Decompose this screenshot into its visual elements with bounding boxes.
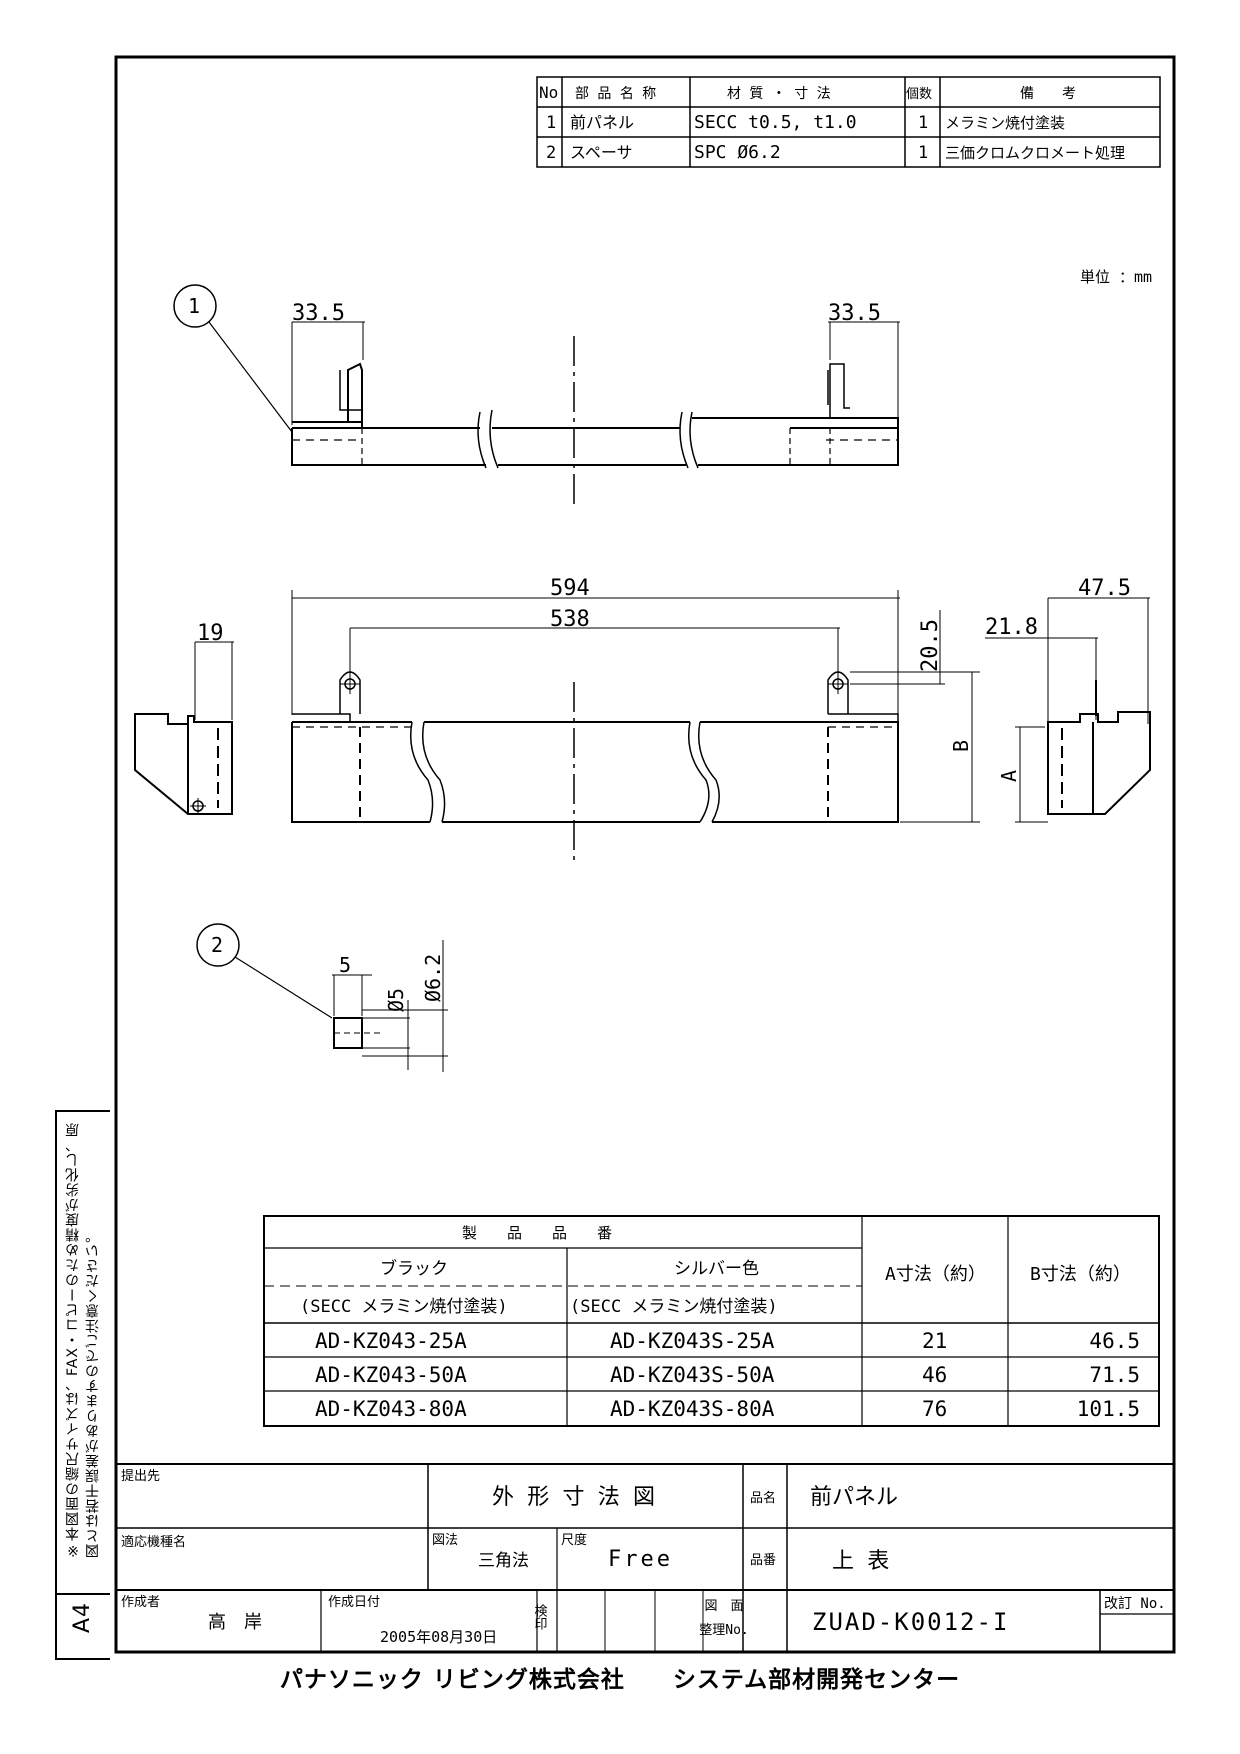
dim-a: A bbox=[997, 770, 1021, 782]
dim-overall-length: 594 bbox=[550, 576, 590, 601]
unit-label: 単位 ：mm bbox=[1080, 268, 1152, 286]
product-row3-b: 101.5 bbox=[1077, 1397, 1140, 1421]
author: 高 岸 bbox=[208, 1612, 262, 1633]
stamp-label: 検印 bbox=[532, 1604, 548, 1630]
product-col-silver: シルバー色 bbox=[674, 1259, 759, 1279]
product-row1-silver: AD-KZ043S-25A bbox=[610, 1329, 775, 1353]
product-col-b: B寸法（約） bbox=[1030, 1264, 1131, 1285]
product-row2-a: 46 bbox=[922, 1363, 947, 1387]
product-col-black-sub: (SECC メラミン焼付塗装) bbox=[300, 1296, 508, 1317]
parts-row1-no: 1 bbox=[546, 113, 556, 133]
front-view bbox=[291, 590, 980, 862]
revision-label: 改訂 No. bbox=[1104, 1596, 1166, 1612]
part-no: 上 表 bbox=[832, 1549, 889, 1574]
parts-row1-qty: 1 bbox=[918, 113, 928, 133]
drawing-title: 外 形 寸 法 図 bbox=[492, 1485, 655, 1510]
dim-spacer-inner: Ø5 bbox=[384, 988, 408, 1012]
model-label: 適応機種名 bbox=[121, 1534, 186, 1550]
dim-top-left: 33.5 bbox=[292, 301, 345, 326]
dim-b: B bbox=[949, 740, 973, 752]
parts-header-no: No bbox=[539, 83, 558, 102]
product-col-black: ブラック bbox=[380, 1258, 448, 1279]
drawing-no-label-1: 図 面 bbox=[704, 1599, 743, 1614]
product-row2-black: AD-KZ043-50A bbox=[315, 1363, 467, 1387]
top-view bbox=[173, 284, 900, 508]
parts-row2-name: スペーサ bbox=[570, 143, 633, 162]
dim-hole-pitch: 538 bbox=[550, 607, 590, 632]
drawing-no: ZUAD-K0012-I bbox=[812, 1608, 1009, 1636]
side-note-text: ※本図面の縮尺サイズは、FAX・コピーのため精度が劣化し、原図とは若干誤差があり… bbox=[65, 1122, 101, 1558]
title-block bbox=[116, 1463, 1174, 1652]
callout-label-1: 1 bbox=[188, 294, 200, 318]
product-row3-a: 76 bbox=[922, 1397, 947, 1421]
product-row2-silver: AD-KZ043S-50A bbox=[610, 1363, 775, 1387]
callout-circle-2 bbox=[196, 923, 240, 967]
dim-side-left-width: 19 bbox=[197, 621, 224, 646]
author-label: 作成者 bbox=[121, 1595, 160, 1610]
parts-row2-no: 2 bbox=[546, 143, 556, 163]
projection-label: 図法 bbox=[432, 1533, 458, 1548]
drawing-no-label-2: 整理No. bbox=[699, 1623, 748, 1638]
paper-size: A4 bbox=[70, 1602, 95, 1634]
product-table-title: 製 品 品 番 bbox=[462, 1224, 612, 1242]
product-col-silver-sub: (SECC メラミン焼付塗装) bbox=[570, 1296, 778, 1317]
scale-label: 尺度 bbox=[561, 1532, 587, 1548]
date-label: 作成日付 bbox=[328, 1595, 380, 1610]
dim-spacer-outer: Ø6.2 bbox=[421, 954, 445, 1002]
product-col-a: A寸法（約） bbox=[885, 1264, 986, 1285]
part-no-label: 品番 bbox=[750, 1553, 776, 1568]
parts-row1-remarks: メラミン焼付塗装 bbox=[945, 114, 1065, 132]
parts-header-name: 部 品 名 称 bbox=[575, 86, 656, 102]
left-side-view bbox=[134, 641, 234, 815]
dim-top-right: 33.5 bbox=[828, 301, 881, 326]
parts-row1-name: 前パネル bbox=[570, 113, 634, 132]
parts-table bbox=[536, 76, 1161, 168]
callout-label-2: 2 bbox=[211, 933, 223, 957]
product-row1-a: 21 bbox=[922, 1329, 947, 1353]
parts-row1-material: SECC t0.5, t1.0 bbox=[694, 112, 857, 133]
parts-header-qty: 個数 bbox=[906, 87, 932, 102]
date: 2005年08月30日 bbox=[380, 1628, 497, 1646]
parts-header-remarks: 備 考 bbox=[1020, 86, 1076, 102]
right-side-view bbox=[985, 597, 1151, 823]
callout-circle-1 bbox=[173, 284, 217, 328]
product-name: 前パネル bbox=[810, 1485, 898, 1510]
parts-header-material: 材 質 ・ 寸 法 bbox=[727, 86, 831, 102]
projection: 三角法 bbox=[478, 1551, 529, 1571]
dim-side-right-depth: 47.5 bbox=[1078, 576, 1131, 601]
product-row1-b: 46.5 bbox=[1089, 1329, 1140, 1353]
dim-side-right-offset: 21.8 bbox=[985, 615, 1038, 640]
product-row2-b: 71.5 bbox=[1089, 1363, 1140, 1387]
product-name-label: 品名 bbox=[750, 1490, 776, 1506]
scale: Free bbox=[608, 1547, 673, 1572]
dim-hole-height: 20.5 bbox=[918, 619, 943, 672]
sheet-border bbox=[114, 55, 1176, 1654]
parts-row2-material: SPC Ø6.2 bbox=[694, 142, 781, 163]
submit-to-label: 提出先 bbox=[121, 1468, 160, 1484]
side-note-box: ※本図面の縮尺サイズは、FAX・コピーのため精度が劣化し、原図とは若干誤差があり… bbox=[55, 1110, 110, 1660]
dim-spacer-length: 5 bbox=[339, 953, 351, 977]
product-table bbox=[263, 1215, 1160, 1427]
spacer-view bbox=[196, 923, 448, 1072]
product-row3-black: AD-KZ043-80A bbox=[315, 1397, 467, 1421]
parts-row2-remarks: 三価クロムクロメート処理 bbox=[945, 144, 1125, 162]
product-row3-silver: AD-KZ043S-80A bbox=[610, 1397, 775, 1421]
parts-row2-qty: 1 bbox=[918, 143, 928, 163]
company-name: パナソニック リビング株式会社 システム部材開発センター bbox=[279, 1667, 961, 1693]
side-note-divider bbox=[55, 1593, 110, 1595]
product-row1-black: AD-KZ043-25A bbox=[315, 1329, 467, 1353]
